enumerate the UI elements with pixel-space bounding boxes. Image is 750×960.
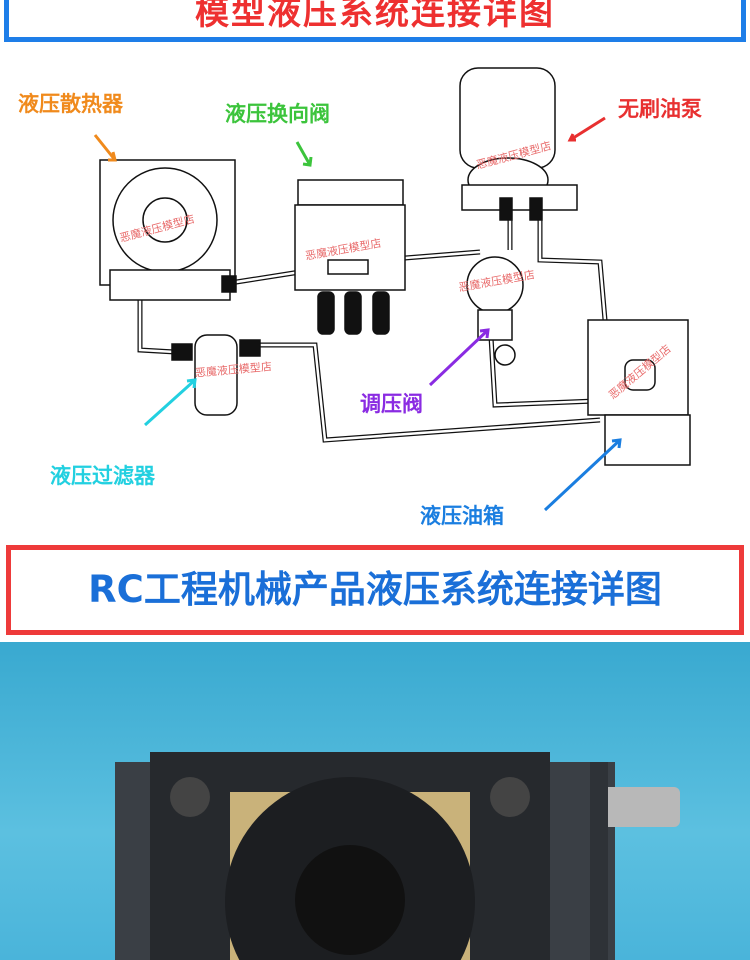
tank-drawing: 恶魔液压模型店 bbox=[587, 319, 691, 466]
top-title: 模型液压系统连接详图 bbox=[195, 0, 555, 33]
arrow-valve bbox=[295, 141, 313, 167]
label-tank: 液压油箱 bbox=[420, 504, 504, 528]
section-title: RC工程机械产品液压系统连接详图 bbox=[88, 568, 662, 611]
label-relief-valve: 调压阀 bbox=[360, 392, 423, 416]
product-photo bbox=[0, 642, 750, 960]
radiator-photo bbox=[115, 752, 680, 960]
arrow-filter bbox=[143, 378, 197, 427]
label-pump: 无刷油泵 bbox=[618, 97, 702, 121]
side-bracket bbox=[590, 762, 608, 960]
watermark: 恶魔液压模型店 bbox=[194, 359, 272, 380]
top-title-banner: 模型液压系统连接详图 bbox=[4, 0, 746, 42]
diagram-drawing: 恶魔液压模型店 恶魔液压模型店 恶魔液压模型店 恶魔液压模型店 恶魔液压模型店 … bbox=[93, 67, 691, 512]
filter-drawing: 恶魔液压模型店 bbox=[171, 334, 272, 416]
valve-drawing: 恶魔液压模型店 bbox=[294, 179, 406, 335]
hydraulic-diagram: 恶魔液压模型店 恶魔液压模型店 恶魔液压模型店 恶魔液压模型店 恶魔液压模型店 … bbox=[0, 45, 750, 540]
fan-hub bbox=[295, 845, 405, 955]
label-radiator: 液压散热器 bbox=[18, 92, 123, 116]
pump-drawing: 恶魔液压模型店 bbox=[459, 67, 578, 221]
arrow-radiator bbox=[93, 134, 117, 162]
radiator-drawing: 恶魔液压模型店 bbox=[99, 159, 237, 301]
arrow-tank bbox=[543, 438, 622, 512]
relief-valve-drawing: 恶魔液压模型店 bbox=[458, 256, 536, 366]
mount-hole bbox=[170, 777, 210, 817]
label-valve: 液压换向阀 bbox=[225, 102, 330, 126]
arrow-pump bbox=[567, 116, 606, 142]
section-title-banner: RC工程机械产品液压系统连接详图 bbox=[6, 545, 744, 635]
mount-hole bbox=[490, 777, 530, 817]
label-filter: 液压过滤器 bbox=[50, 464, 155, 488]
hose-fitting bbox=[595, 787, 680, 827]
arrow-relief-valve bbox=[428, 328, 490, 387]
pipe-inner bbox=[138, 215, 621, 442]
